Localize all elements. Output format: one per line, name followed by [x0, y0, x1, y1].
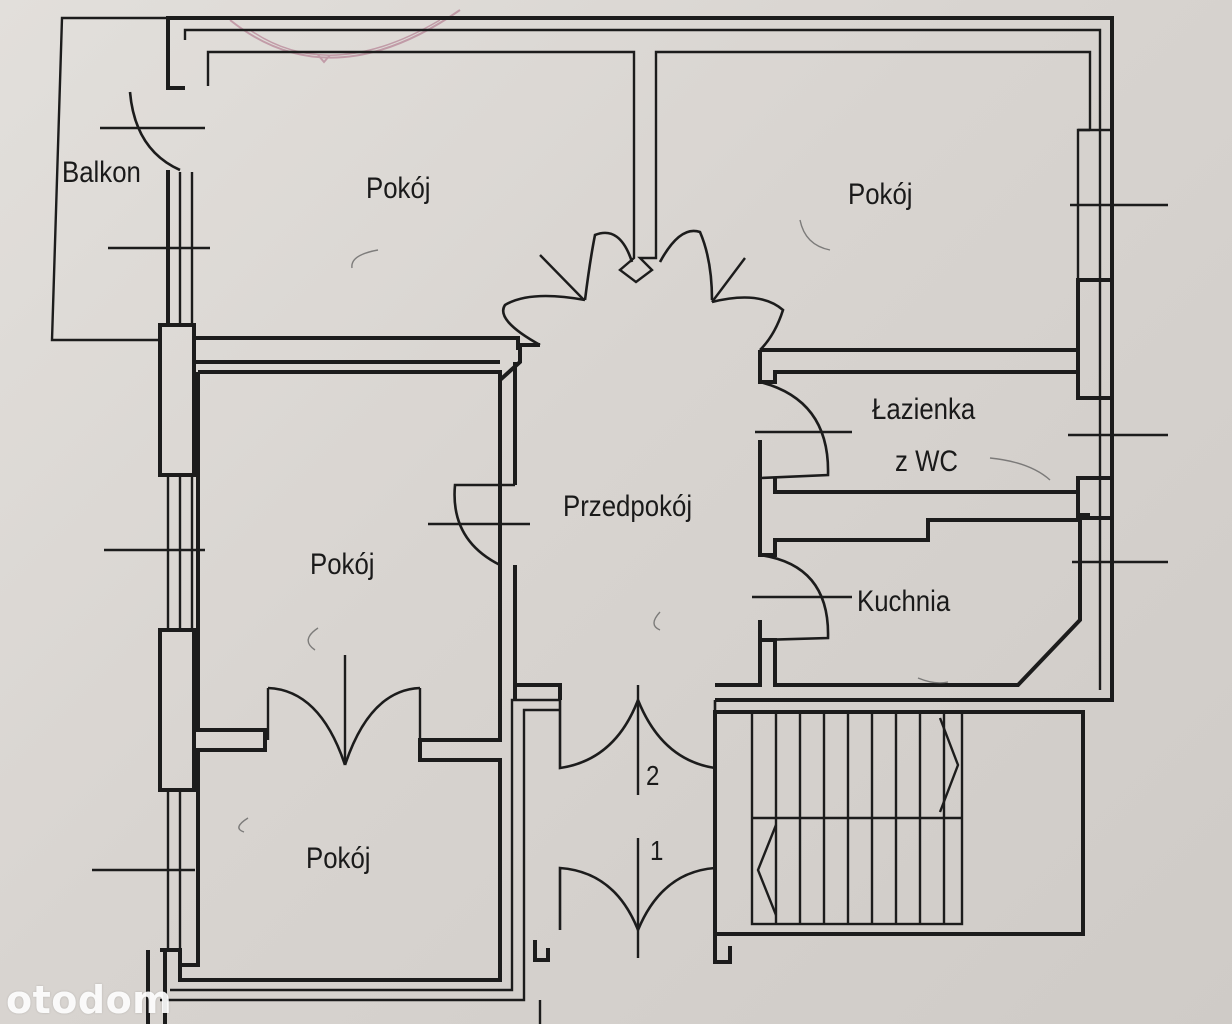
door-number-2: 2: [646, 760, 660, 791]
stairs: [750, 710, 964, 926]
watermark-logo: otodom: [6, 978, 173, 1022]
room-label-lazienka-line1: Łazienka: [872, 393, 976, 426]
balcony: [50, 16, 210, 342]
room-label-pokoj-top-right: Pokój: [848, 178, 913, 211]
room-label-pokoj-bottom-left: Pokój: [306, 842, 371, 875]
room-label-pokoj-mid-left: Pokój: [310, 548, 375, 581]
room-label-lazienka-line2: z WC: [895, 445, 959, 478]
room-label-balkon: Balkon: [62, 156, 141, 189]
room-label-kuchnia: Kuchnia: [857, 585, 951, 618]
hand-marks: [238, 219, 1051, 833]
doors: [266, 229, 852, 958]
room-label-pokoj-top-left: Pokój: [366, 172, 431, 205]
door-number-1: 1: [650, 835, 664, 866]
room-label-przedpokoj: Przedpokój: [563, 490, 693, 523]
window-marks: [92, 203, 1168, 872]
